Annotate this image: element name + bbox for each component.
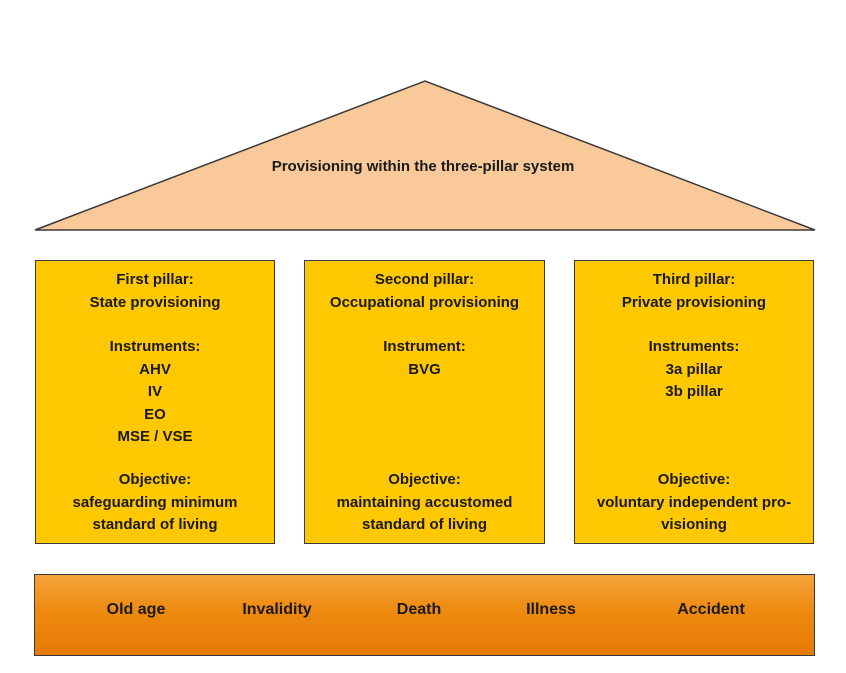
objective-text: standard of living	[361, 516, 487, 533]
pillar-title: Third pillar:	[652, 271, 736, 288]
roof-shape	[34, 80, 816, 231]
pillar-subtitle: State provisioning	[89, 293, 221, 311]
risk-accident: Accident	[677, 601, 745, 618]
risk-invalidity: Invalidity	[242, 601, 312, 618]
pillar-instruments: Instrument: BVG	[305, 336, 544, 381]
risk-old-age: Old age	[106, 601, 166, 618]
risk-illness: Illness	[526, 601, 576, 618]
pillar-instruments: Instruments: 3a pillar 3b pillar	[575, 336, 813, 404]
pillar-objective: Objective: maintaining accustomed standa…	[305, 469, 544, 537]
pillar-heading: Second pillar: Occupational provisioning	[305, 269, 544, 314]
instrument-item: EO	[144, 405, 166, 423]
objective-label: Objective:	[657, 471, 731, 488]
pillar-subtitle: Private provisioning	[621, 293, 767, 311]
pillar-subtitle: Occupational provisioning	[329, 293, 520, 311]
pillar-instruments: Instruments: AHV IV EO MSE / VSE	[36, 336, 274, 449]
pillar-third: Third pillar: Private provisioning Instr…	[574, 260, 814, 544]
pillar-first: First pillar: State provisioning Instrum…	[35, 260, 275, 544]
pillar-objective: Objective: voluntary independent pro- vi…	[575, 469, 813, 537]
risk-death: Death	[396, 601, 442, 618]
pillar-heading: First pillar: State provisioning	[36, 269, 274, 314]
objective-text: safeguarding minimum	[72, 493, 238, 511]
pillar-title: Second pillar:	[374, 271, 475, 288]
roof-title: Provisioning within the three-pillar sys…	[271, 158, 575, 175]
instruments-label: Instruments:	[648, 338, 740, 355]
objective-text: standard of living	[92, 516, 218, 533]
roof-triangle	[34, 80, 816, 231]
objective-label: Objective:	[118, 471, 192, 488]
instrument-item: 3a pillar	[665, 360, 723, 378]
pillar-objective: Objective: safeguarding minimum standard…	[36, 469, 274, 537]
instrument-item: IV	[147, 383, 163, 400]
instruments-label: Instruments:	[109, 338, 201, 355]
instrument-item: BVG	[408, 360, 441, 378]
objective-text: maintaining accustomed	[336, 493, 513, 511]
pillar-title: First pillar:	[116, 271, 194, 288]
instrument-item: MSE / VSE	[117, 428, 193, 445]
instrument-item: AHV	[139, 360, 171, 378]
instruments-label: Instrument:	[383, 338, 466, 355]
foundation-risks: Old age Invalidity Death Illness Acciden…	[34, 574, 815, 656]
pillar-second: Second pillar: Occupational provisioning…	[304, 260, 545, 544]
objective-text: voluntary independent pro-	[596, 493, 792, 511]
instrument-item: 3b pillar	[665, 383, 723, 400]
pillar-heading: Third pillar: Private provisioning	[575, 269, 813, 314]
objective-label: Objective:	[388, 471, 461, 488]
objective-text: visioning	[661, 516, 727, 533]
